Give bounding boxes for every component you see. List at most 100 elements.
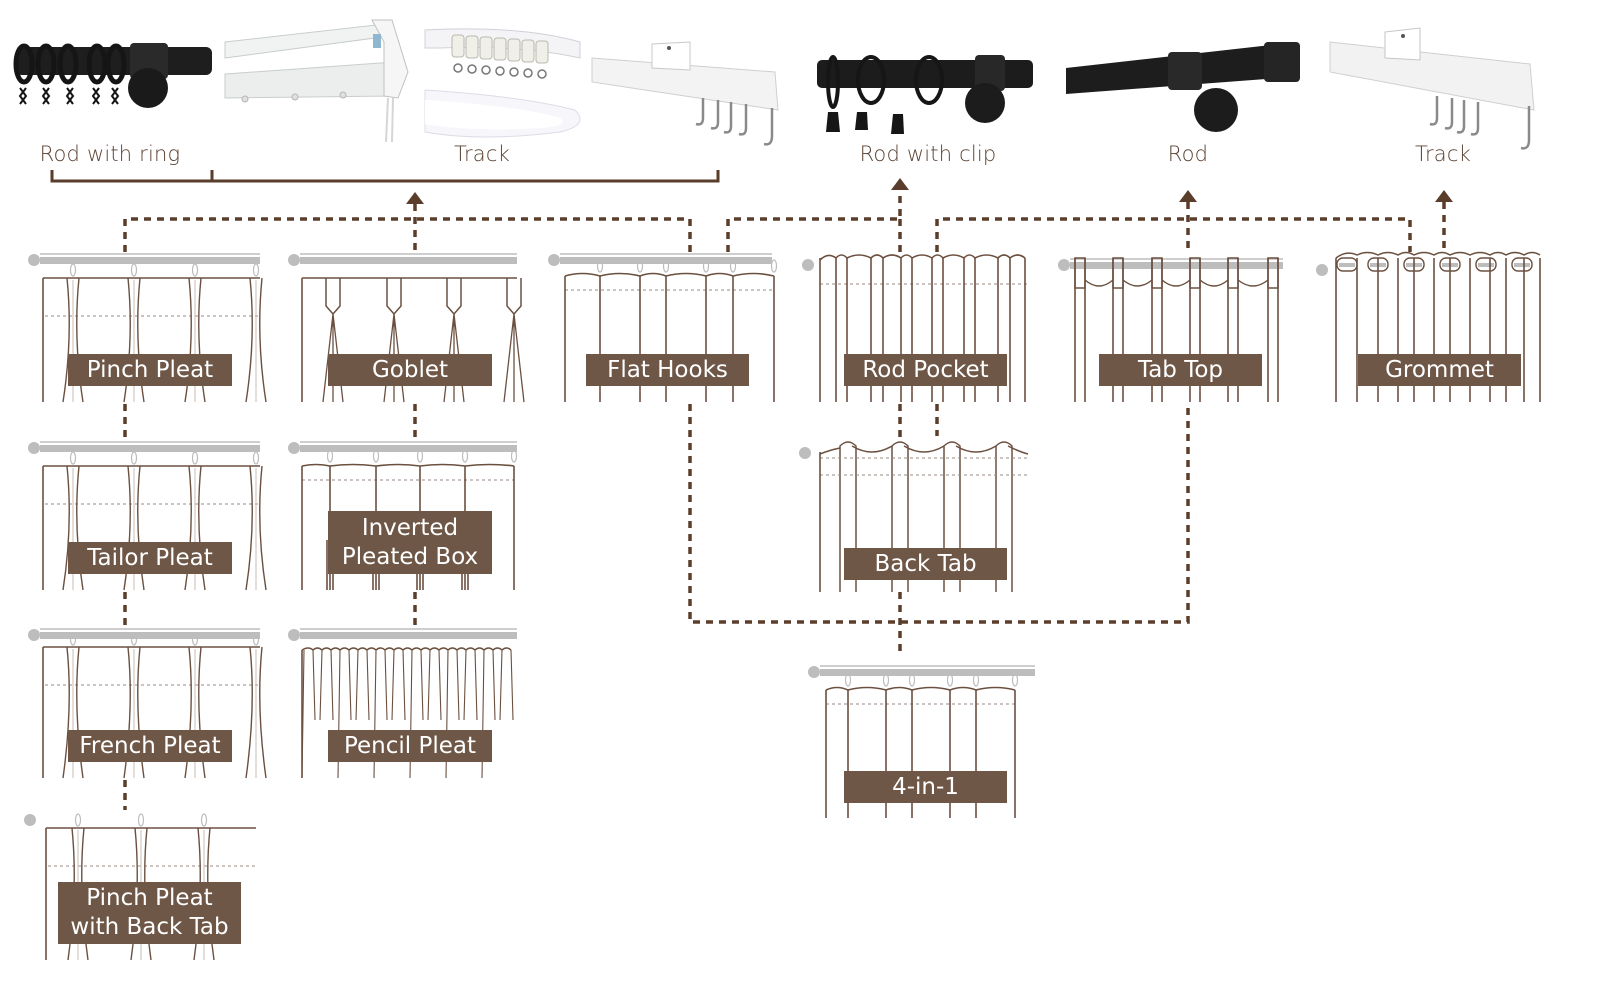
heading-label: Tailor Pleat [87,544,213,571]
heading-label: French Pleat [79,732,221,759]
heading-label-line1: Pinch Pleat [86,885,213,911]
heading-label: Flat Hooks [607,356,728,383]
rod-finial-icon [28,254,40,266]
pencil-fold [499,649,503,721]
curtain-top-edge [819,254,1026,261]
pencil-fold [492,649,496,721]
dotted-connector [935,217,1412,252]
back-tab-loop [891,441,909,592]
pleat-fold [259,646,267,779]
pencil-fold [456,649,460,721]
rod-finial-icon [288,254,300,266]
curtain-rod [40,445,260,452]
curtain-ring [130,451,138,465]
curtain-hook [702,259,710,273]
pleat-fold [245,465,253,591]
curtain-heading-flat-hooks [548,253,778,402]
pleat-fold [137,646,145,779]
black-rod-with-rings-icon [13,43,212,108]
white-track-assortment-icon [224,19,779,146]
heading-label: Grommet [1385,356,1494,383]
pleat-fold [62,465,70,591]
pencil-fold [438,649,442,721]
hardware-label-rod-with-clip: Rod with clip [859,142,997,166]
black-rod-icon [1066,42,1300,132]
curtain-top-edge [564,272,775,277]
goblet-cup [386,278,402,316]
pencil-fold [420,649,424,721]
pleat-fold [259,465,267,591]
heading-label: 4-in-1 [892,773,959,800]
heading-label-line2: Pleated Box [341,543,479,570]
curved-track-icon [424,28,581,138]
curtain-top-edge [1161,279,1191,287]
pencil-fold [391,649,395,721]
rod-finial-icon [799,447,811,459]
curtain-heading-goblet [288,253,525,403]
curtain-rod [40,257,260,264]
curtain-ring [252,263,260,277]
pleat-fold [198,277,206,403]
goblet-cup [325,278,341,316]
white-ceiling-track-icon [1329,27,1535,150]
rod-finial-icon [802,259,814,271]
hardware-label-rod: Rod [1167,142,1209,166]
curtain-top-edge [825,686,1016,691]
heading-label: Back Tab [874,550,977,577]
pleat-fold [198,465,206,591]
pencil-fold [355,649,359,721]
hardware-label-rod-with-ring: Rod with ring [39,142,181,166]
curtain-ring [252,632,260,646]
pencil-fold [463,649,467,721]
heading-tag-four-in-one: 4-in-1 [844,771,1007,803]
curtain-top-edge [819,445,1029,455]
back-tab-loop [943,441,961,592]
curtain-ring [191,263,199,277]
curtain-hook [946,673,954,687]
curtain-rod [1514,263,1530,267]
curtain-rod [1478,263,1494,267]
heading-label: Goblet [371,356,449,383]
pleat-fold [184,646,192,779]
curtain-rod [1339,263,1355,267]
pencil-fold [348,649,352,721]
heading-tag-flat-hooks: Flat Hooks [586,354,749,386]
curtain-top-edge [1122,279,1153,287]
curtain-ring [137,813,145,827]
curtain-hook [908,673,916,687]
curtain-ring [191,632,199,646]
curtain-heading-french-pleat [28,628,267,779]
arrow-up-icon [891,178,909,190]
curtain-ring [130,632,138,646]
rod-finial-icon [28,629,40,641]
pleat-fold [76,646,84,779]
pleat-fold [76,277,84,403]
pencil-fold [402,649,406,721]
curtain-hook [636,259,644,273]
pleat-fold [123,646,131,779]
pleat-fold [62,646,70,779]
double-track-icon [224,19,409,143]
curtain-top-edge [1237,279,1269,287]
pleat-fold [137,277,145,403]
hardware-bracket [50,170,720,183]
pencil-fold [384,649,388,721]
curtain-ring [69,451,77,465]
heading-label: Tab Top [1137,356,1224,383]
curtain-top-edge [1084,279,1114,287]
dotted-connector [726,190,902,252]
curtain-hook [1011,673,1019,687]
pleat-fold [123,277,131,403]
curtain-hook [510,449,518,463]
heading-tag-rod-pocket: Rod Pocket [844,354,1007,386]
curtain-heading-pinch-pleat [28,253,267,403]
curtain-ring [69,632,77,646]
heading-tag-grommet: Grommet [1358,354,1521,386]
pencil-fold [312,649,316,721]
rod-finial-icon [28,442,40,454]
pleat-fold [503,313,525,403]
grommet-ring-icon [1475,257,1497,272]
